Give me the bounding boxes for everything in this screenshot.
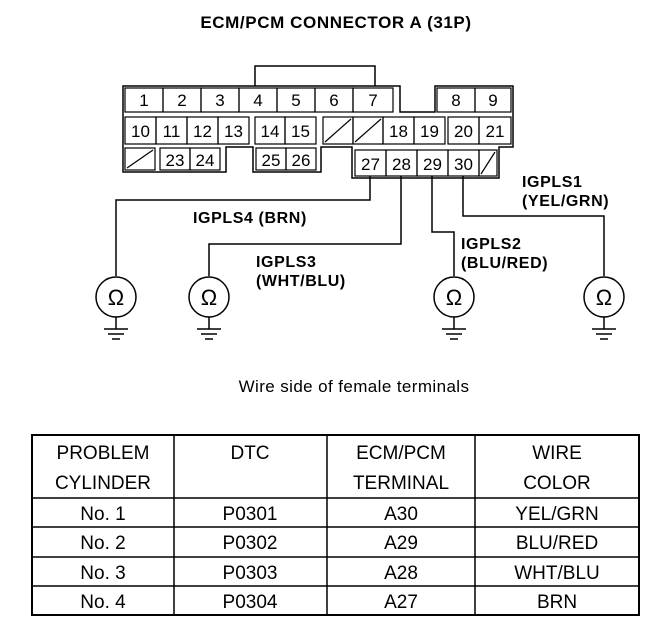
wire-igpls2 [431,176,455,276]
row-1-cells [124,87,512,113]
dtc-table: PROBLEM CYLINDER DTC ECM/PCM TERMINAL WI… [31,434,640,616]
wire-igpls3 [208,176,402,276]
table-cell: WHT/BLU [514,563,600,584]
pin-3: 3 [215,91,224,110]
pin-26: 26 [292,151,311,170]
header-terminal-line1: ECM/PCM [356,443,446,464]
ohmmeter-2: Ω [188,276,230,340]
connector-lock-tab [254,65,376,86]
table-cell: No. 2 [80,533,125,554]
ohmmeter-1: Ω [95,276,137,340]
ohmmeter-3: Ω [433,276,475,340]
header-wire-line2: COLOR [523,473,591,494]
table-cell: No. 4 [80,592,126,613]
label-igpls2-color: (BLU/RED) [461,255,548,272]
diagram-title: ECM/PCM CONNECTOR A (31P) [200,13,471,32]
pin-6: 6 [329,91,338,110]
table-cell: No. 3 [80,563,125,584]
label-igpls1-name: IGPLS1 [522,174,583,191]
table-cell: A30 [384,504,418,525]
pin-2: 2 [177,91,186,110]
header-dtc: DTC [230,443,269,464]
ohm-symbol-1: Ω [108,285,124,310]
pin-20: 20 [454,122,473,141]
table-cell: A29 [384,533,418,554]
pin-4: 4 [253,91,262,110]
pin-labels: 1 2 3 4 5 6 7 8 9 10 11 12 13 14 15 18 1… [131,91,504,174]
wire-igpls4 [115,176,371,276]
ohm-symbol-2: Ω [201,285,217,310]
ohm-symbol-4: Ω [596,285,612,310]
table-cell: YEL/GRN [515,504,598,525]
wires [115,176,605,276]
pin-29: 29 [423,155,442,174]
table-cell: A27 [384,592,418,613]
header-problem-line1: PROBLEM [57,443,150,464]
ohmmeter-4: Ω [583,276,625,340]
pin-10: 10 [131,122,150,141]
pin-27: 27 [361,155,380,174]
pin-1: 1 [139,91,148,110]
connector-body [122,85,514,179]
table-cell: BLU/RED [516,533,598,554]
pin-13: 13 [224,122,243,141]
row-2-cells [124,116,512,145]
label-igpls2-name: IGPLS2 [461,236,522,253]
table-cell: P0302 [223,533,278,554]
ohm-symbol-3: Ω [446,285,462,310]
table-cell: P0301 [223,504,278,525]
pin-19: 19 [420,122,439,141]
label-igpls3-color: (WHT/BLU) [256,273,346,290]
pin-15: 15 [291,122,310,141]
pin-30: 30 [454,155,473,174]
wire-igpls1 [462,176,605,276]
table-cell: No. 1 [80,504,125,525]
pin-18: 18 [389,122,408,141]
header-terminal-line2: TERMINAL [353,473,449,494]
label-igpls1-color: (YEL/GRN) [522,193,609,210]
table-cell: P0303 [223,563,278,584]
label-igpls4: IGPLS4 (BRN) [193,210,307,227]
pin-8: 8 [451,91,460,110]
wire-labels: IGPLS1 (YEL/GRN) IGPLS4 (BRN) IGPLS2 (BL… [193,174,609,290]
table-cell: P0304 [223,592,278,613]
pin-14: 14 [261,122,280,141]
table-cell: A28 [384,563,418,584]
pin-12: 12 [193,122,212,141]
header-wire-line1: WIRE [532,443,582,464]
pin-5: 5 [291,91,300,110]
header-problem-line2: CYLINDER [55,473,151,494]
label-igpls3-name: IGPLS3 [256,254,317,271]
pin-9: 9 [488,91,497,110]
pin-23: 23 [166,151,185,170]
pin-11: 11 [163,122,181,141]
pin-25: 25 [262,151,281,170]
diagram-subtitle: Wire side of female terminals [239,377,470,396]
table-outline [31,434,640,616]
pin-7: 7 [368,91,377,110]
pin-21: 21 [486,122,505,141]
pin-28: 28 [392,155,411,174]
pin-24: 24 [196,151,215,170]
table-cell: BRN [537,592,577,613]
